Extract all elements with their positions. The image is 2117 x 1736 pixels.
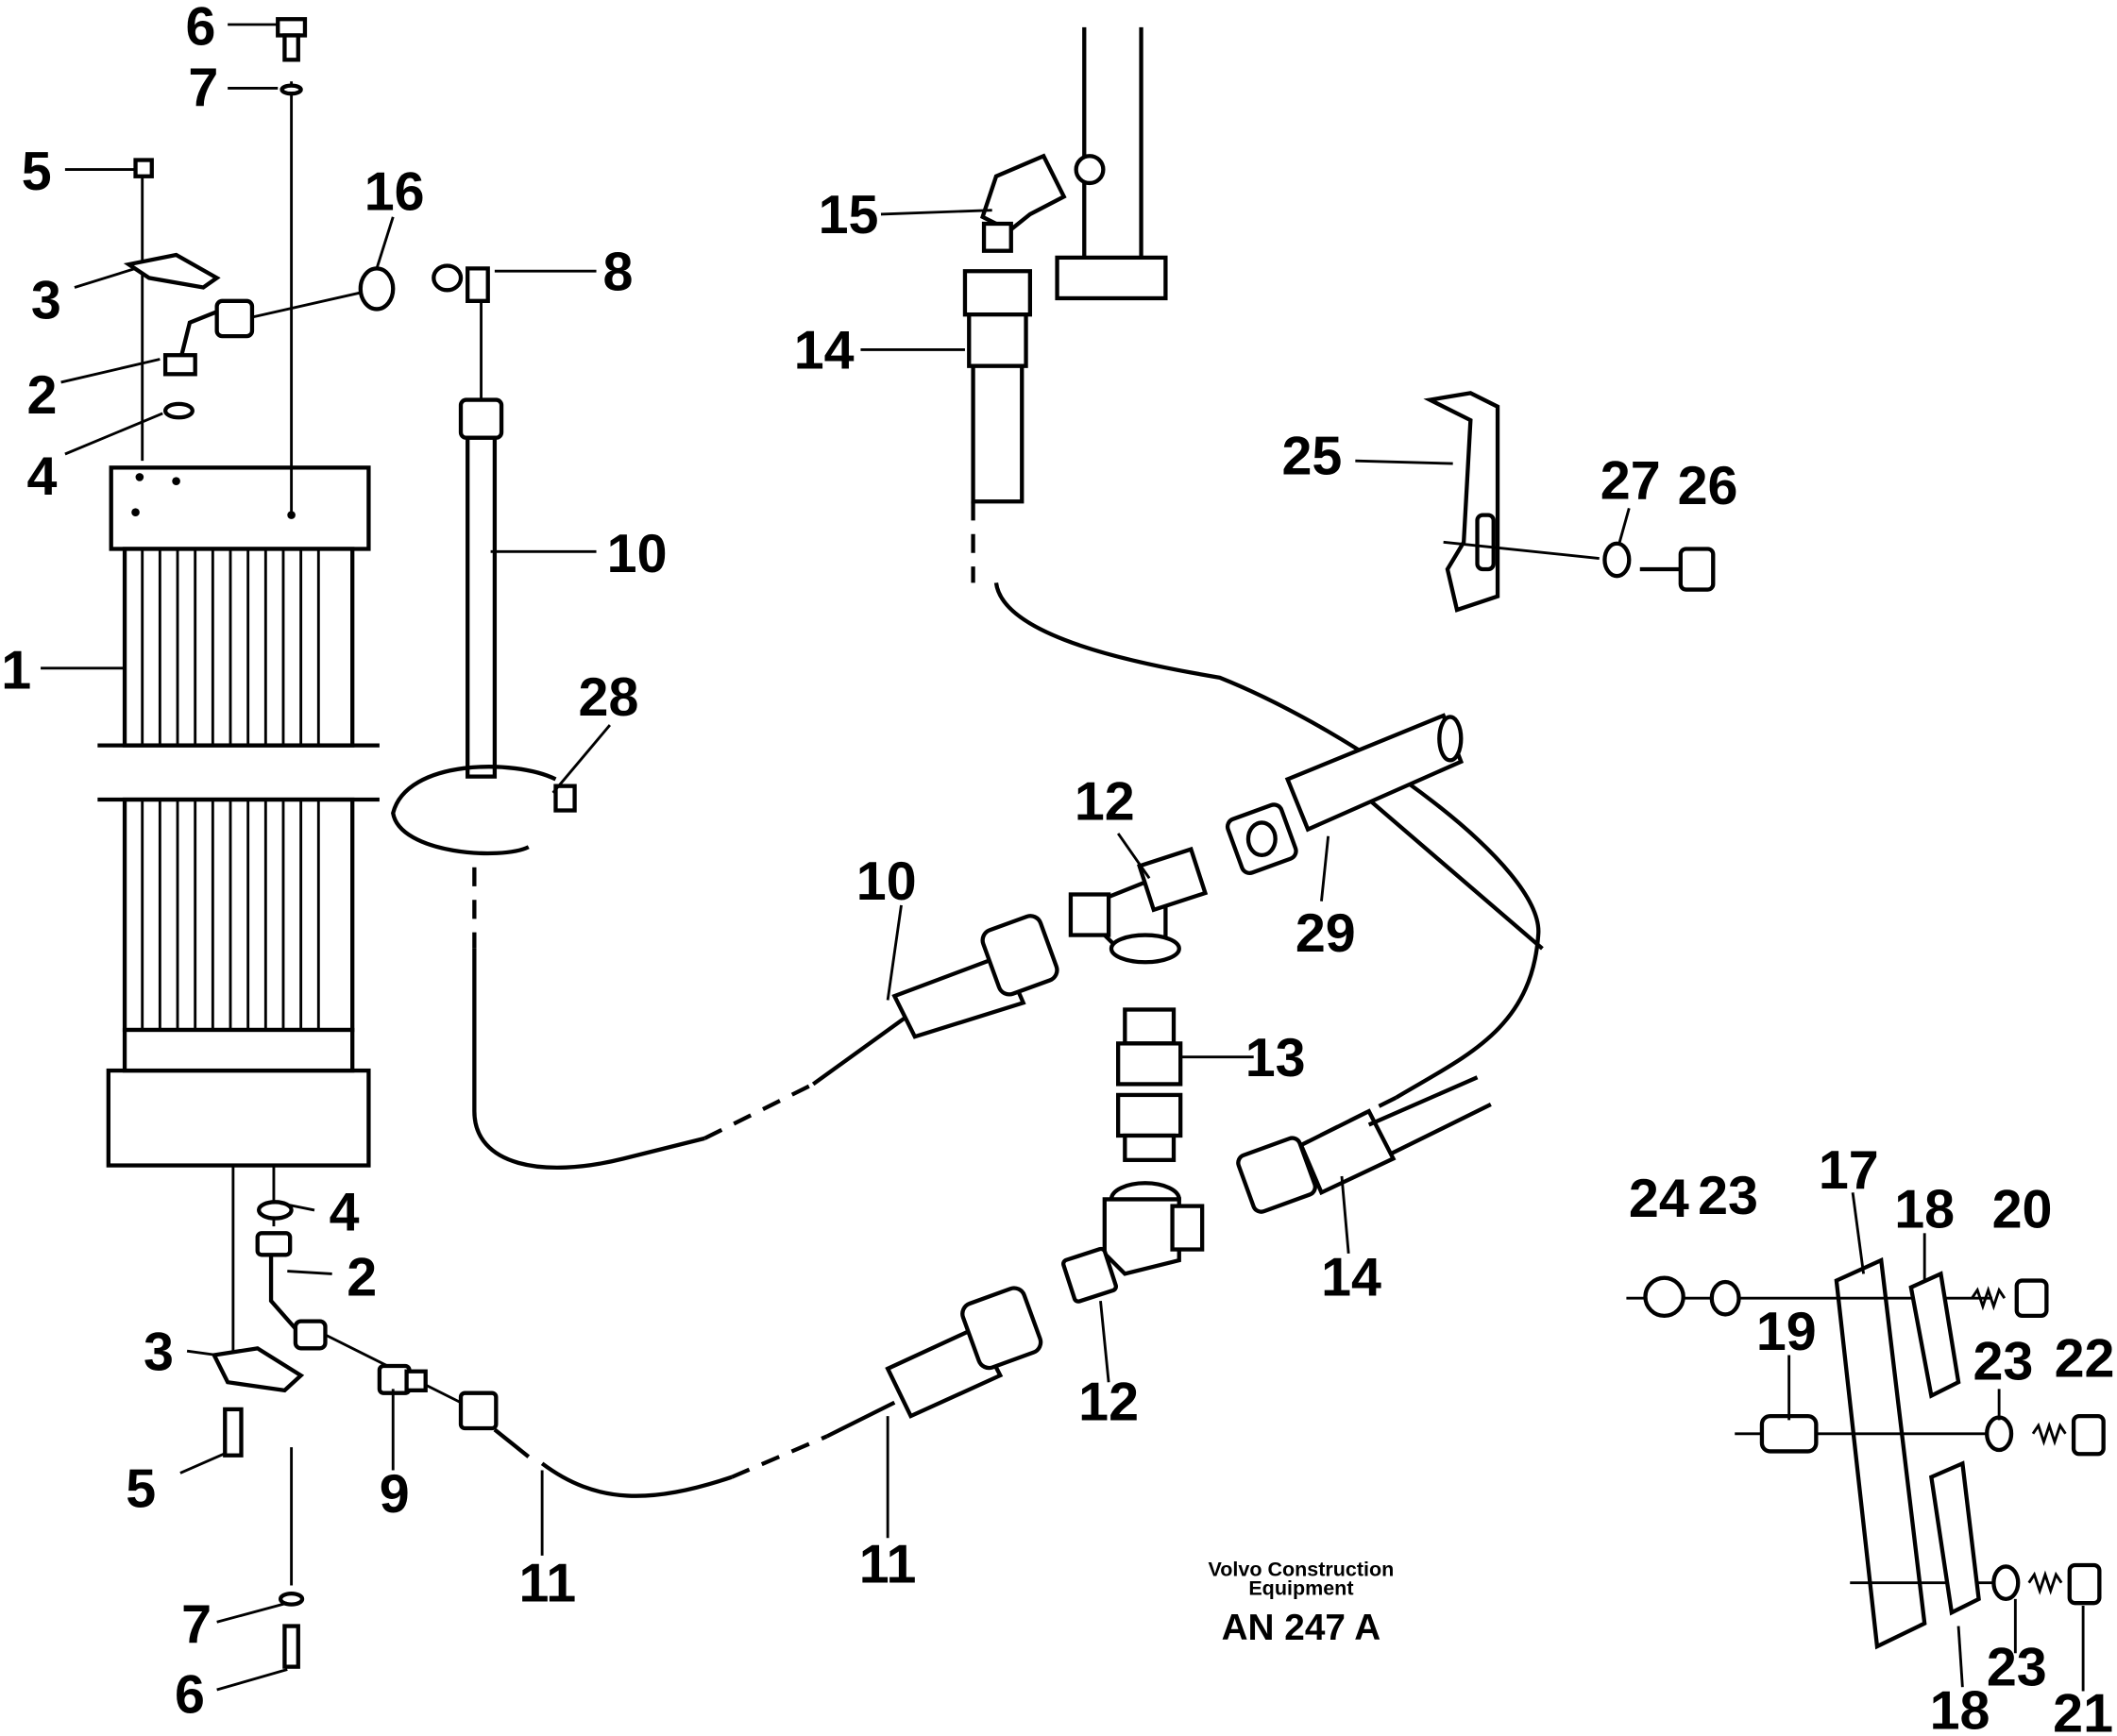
label-14: 14 <box>794 321 855 381</box>
label-6: 6 <box>185 0 215 58</box>
label-25: 25 <box>1281 427 1342 487</box>
hose-upper <box>1225 713 1465 876</box>
label-2: 2 <box>27 365 58 426</box>
label-8: 8 <box>603 242 634 302</box>
label-29: 29 <box>1296 903 1356 964</box>
bracket-assembly <box>1423 391 1716 613</box>
caption: Volvo Construction Equipment AN 247 A <box>1209 1558 1395 1647</box>
label-23-lower: 23 <box>1987 1638 2047 1698</box>
label-18-lower: 18 <box>1930 1681 1990 1736</box>
label-10: 10 <box>607 524 668 584</box>
label-5: 5 <box>22 142 52 202</box>
label-15: 15 <box>819 185 879 245</box>
caption-equipment: Equipment <box>1248 1577 1353 1600</box>
label-3-lower: 3 <box>144 1322 174 1382</box>
label-7-lower: 7 <box>181 1594 212 1655</box>
label-5-lower: 5 <box>126 1458 156 1519</box>
label-26: 26 <box>1678 456 1738 516</box>
label-21: 21 <box>2053 1684 2113 1736</box>
clamp-bracket <box>1626 1256 2106 1650</box>
label-28: 28 <box>579 667 639 728</box>
label-12: 12 <box>1075 772 1135 833</box>
label-4-lower: 4 <box>330 1182 360 1242</box>
leader-lines <box>41 23 2085 1692</box>
label-13: 13 <box>1245 1028 1306 1088</box>
label-23-mid: 23 <box>1973 1331 2034 1391</box>
tee-fittings <box>885 846 1492 1419</box>
label-1: 1 <box>1 640 31 700</box>
label-2-lower: 2 <box>347 1247 377 1307</box>
label-7: 7 <box>188 58 218 118</box>
upper-fittings <box>123 17 504 779</box>
label-22: 22 <box>2055 1328 2115 1389</box>
label-11-lower: 11 <box>859 1535 917 1595</box>
lower-fittings <box>211 1165 531 1669</box>
label-6-lower: 6 <box>175 1664 205 1725</box>
label-18: 18 <box>1894 1180 1955 1240</box>
label-4: 4 <box>27 447 58 507</box>
oil-cooler <box>97 465 380 1168</box>
standpipe <box>962 26 1168 504</box>
label-17: 17 <box>1819 1140 1879 1201</box>
label-20: 20 <box>1992 1180 2053 1240</box>
label-9: 9 <box>380 1464 410 1525</box>
drawing-code: AN 247 A <box>1222 1608 1381 1648</box>
label-16: 16 <box>364 162 425 223</box>
label-11: 11 <box>519 1554 577 1614</box>
label-19: 19 <box>1756 1302 1817 1362</box>
label-24: 24 <box>1629 1169 1689 1229</box>
label-12-lower: 12 <box>1078 1372 1139 1432</box>
label-27: 27 <box>1600 450 1661 511</box>
label-10-lower: 10 <box>856 851 917 912</box>
label-14-lower: 14 <box>1321 1247 1381 1307</box>
hose-clamp <box>391 765 577 856</box>
caption-company: Volvo Construction <box>1209 1558 1395 1580</box>
label-3: 3 <box>31 270 61 330</box>
label-23: 23 <box>1698 1166 1758 1226</box>
